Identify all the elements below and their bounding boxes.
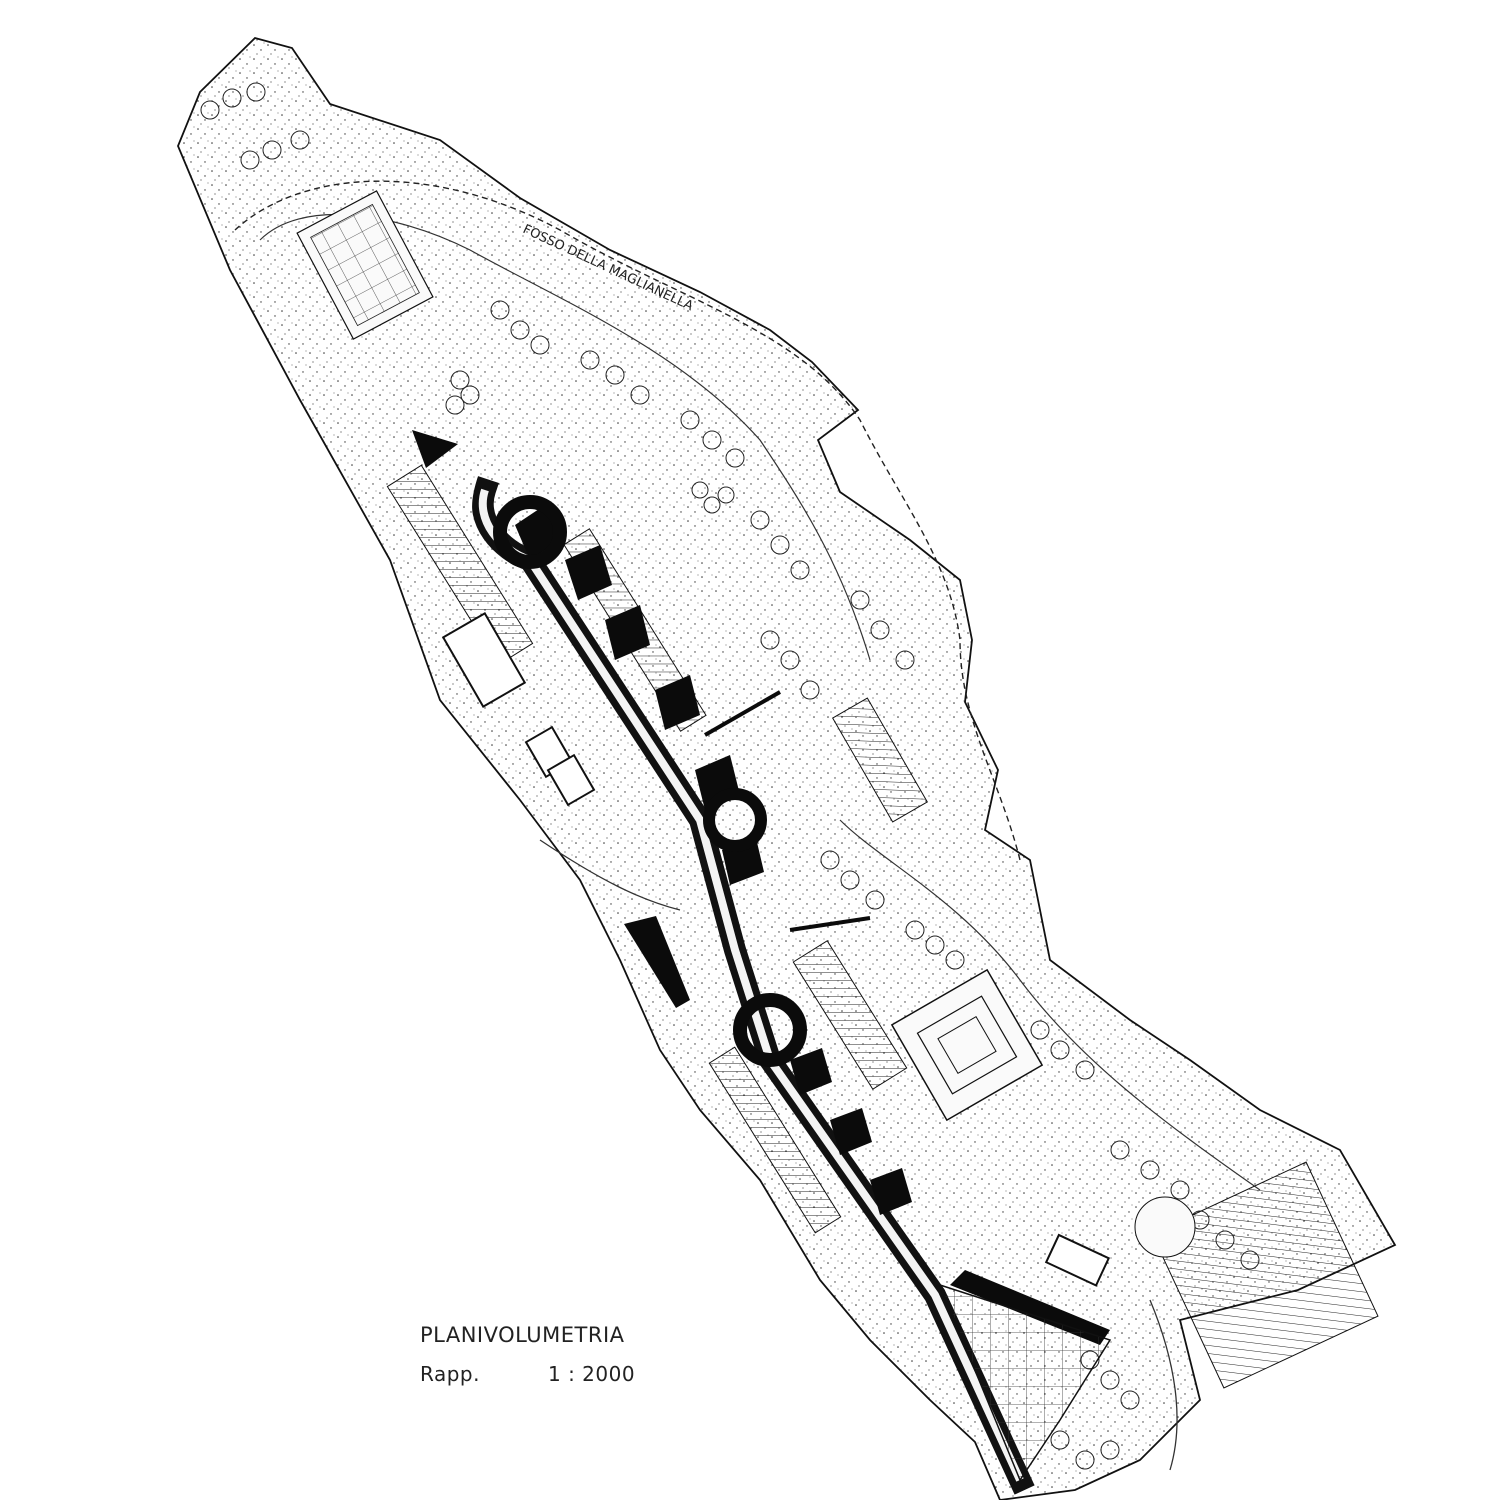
stream-line [234, 180, 1021, 861]
parking-area [792, 940, 908, 1090]
scale-label: Rapp. [420, 1362, 480, 1386]
parking-area [831, 697, 929, 823]
scale-value: 1 : 2000 [548, 1362, 636, 1386]
round-plaza [1134, 1196, 1196, 1258]
parking-area [1151, 1161, 1379, 1389]
sports-court [296, 190, 434, 340]
drawing-title: PLANIVOLUMETRIA [420, 1323, 625, 1347]
stadium [890, 968, 1044, 1122]
side-building [441, 611, 527, 709]
linear-housing-spine [471, 476, 1110, 1495]
gridded-plaza [938, 1283, 1112, 1482]
parking-area [386, 464, 534, 666]
side-building [1044, 1233, 1111, 1287]
road [539, 839, 1178, 1471]
triangular-building [412, 430, 458, 468]
site-boundary [177, 36, 1397, 1500]
side-building [546, 753, 596, 807]
park-path [839, 819, 1261, 1191]
parking-area [708, 1046, 842, 1234]
triangular-building [624, 916, 690, 1008]
tree-cluster [200, 82, 1260, 1470]
